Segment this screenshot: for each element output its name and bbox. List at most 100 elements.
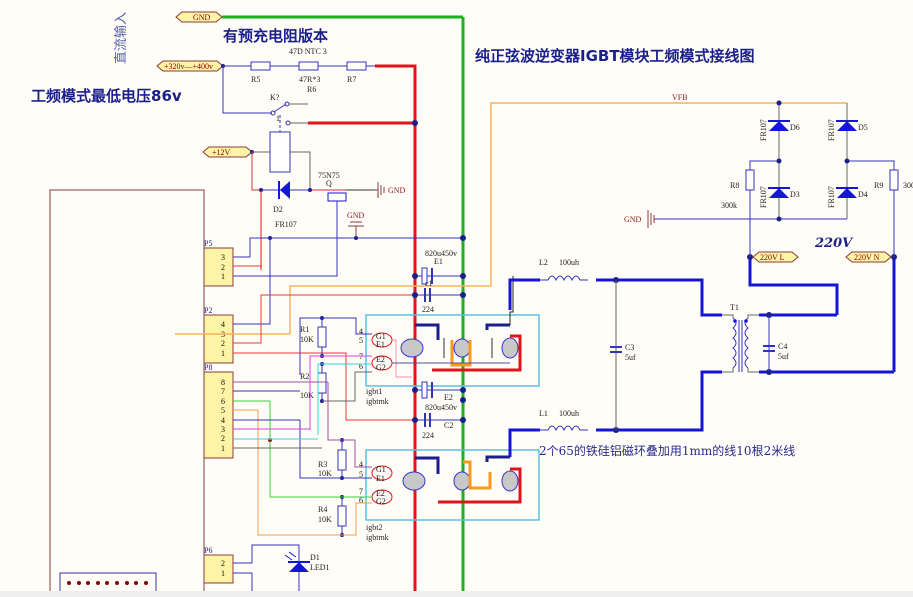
220v-n-port	[845, 251, 892, 263]
main-title: 纯正弦波逆变器IGBT模块工频模式接线图	[475, 47, 755, 65]
diode-d6	[769, 121, 789, 131]
precharge-title: 有预充电阻版本	[223, 27, 328, 45]
control-board-outline	[49, 189, 205, 597]
l2-label: L2	[539, 258, 548, 267]
resistor-r1	[317, 326, 327, 348]
terminal-c1	[400, 338, 424, 358]
d1-value: LED1	[310, 563, 330, 572]
mod-pin: 6	[359, 496, 363, 505]
e1-label: E1	[434, 257, 443, 266]
q-value: 75N75	[318, 171, 340, 180]
inductor-note: 2个65的铁硅铝磁环叠加用1mm的线10根2米线	[539, 443, 795, 458]
gnd-port-label: GND	[193, 13, 211, 22]
min-voltage-title: 工频模式最低电压86v	[31, 87, 182, 105]
c2-label: C2	[444, 421, 453, 430]
220v-n-label: 220V N	[854, 253, 880, 262]
r3-value: 10K	[318, 469, 332, 478]
r9-label: R9	[874, 181, 883, 190]
ntc-label: 47D NTC 3	[289, 47, 327, 56]
output-voltage-label: 220V	[814, 236, 854, 251]
diode-d5	[837, 121, 857, 131]
e2pin-label: E2	[376, 355, 385, 364]
p2-label: P2	[204, 306, 212, 315]
p2-pin: 4	[221, 320, 225, 329]
e1-value: 820u450v	[425, 249, 457, 258]
p8-pin: 2	[221, 434, 225, 443]
e1pin-label: E1	[376, 474, 385, 483]
r1-value: 10K	[300, 335, 314, 344]
resistor-r7	[346, 61, 367, 71]
capacitor-e2	[421, 381, 428, 399]
p5-pin: 3	[221, 253, 225, 262]
p5-pin: 2	[221, 263, 225, 272]
l2-value: 100uh	[559, 258, 579, 267]
resistor-r6	[298, 61, 319, 71]
d1-label: D1	[310, 553, 320, 562]
p2-pin: 1	[221, 349, 225, 358]
r4-label: R4	[318, 505, 327, 514]
r6-value: 47R*3	[299, 75, 320, 84]
c3-label: C3	[625, 343, 634, 352]
resistor-r2	[317, 372, 327, 394]
relay-pin: 1	[276, 114, 280, 123]
r2-value: 10K	[300, 391, 314, 400]
c1-label: c1	[425, 279, 433, 288]
mod-pin: 5	[359, 336, 363, 345]
mod-pin: 7	[359, 487, 363, 496]
p8-pin: 3	[221, 425, 225, 434]
p8-pin: 7	[221, 387, 225, 396]
p8-pin: 1	[221, 444, 225, 453]
p8-label: P8	[204, 363, 212, 372]
resistor-r8	[745, 169, 755, 191]
header-pins	[67, 581, 148, 585]
mod-pin: 5	[359, 470, 363, 479]
transformer-primary	[732, 317, 737, 369]
connector-p8	[203, 371, 234, 459]
g2-label: G2	[376, 497, 386, 506]
l1-label: L1	[539, 409, 548, 418]
t1-label: T1	[730, 303, 739, 312]
r1-label: R1	[300, 325, 309, 334]
inductor-l2	[540, 275, 588, 282]
mod-pin: 4	[359, 327, 363, 336]
igbt1-label: igbt1	[366, 387, 382, 396]
mosfet-q	[327, 192, 347, 202]
220v-l-port	[752, 251, 799, 263]
p6-label: P6	[204, 546, 212, 555]
diode-d3	[769, 188, 789, 198]
d3-label: D3	[790, 190, 800, 199]
p8-pin: 6	[221, 397, 225, 406]
r2-label: R2	[300, 372, 309, 381]
mod-pin: 4	[359, 460, 363, 469]
r7-label: R7	[347, 75, 356, 84]
vfb-wire	[289, 102, 847, 334]
r4-value: 10K	[318, 515, 332, 524]
p8-pin: 5	[221, 406, 225, 415]
relay-label: K?	[270, 93, 280, 102]
capacitor-e1	[421, 267, 428, 285]
d4-label: D4	[858, 190, 868, 199]
horizontal-scrollbar[interactable]	[0, 591, 913, 597]
igbt-module-1	[365, 314, 540, 387]
p8-pin: 8	[221, 378, 225, 387]
connector-p2	[203, 314, 234, 364]
r8-label: R8	[730, 181, 739, 190]
gnd-label-2: GND	[347, 211, 365, 220]
resistor-r9	[889, 169, 899, 191]
resistor-r5	[250, 61, 271, 71]
diode-d4	[837, 188, 857, 198]
g1-label: G1	[376, 332, 386, 341]
r5-label: R5	[251, 75, 260, 84]
r8-value: 300k	[721, 201, 737, 210]
igbt1-type: igbtmk	[366, 397, 389, 406]
p6-pin: 2	[221, 559, 225, 568]
vfb-label: VFB	[672, 93, 688, 102]
p8-pin: 4	[221, 416, 225, 425]
d5-value: FR107	[827, 119, 836, 141]
p6-pin: 1	[221, 569, 225, 578]
inductor-l1	[540, 425, 588, 432]
g2-label: G2	[376, 363, 386, 372]
connector-p5	[203, 247, 234, 287]
igbt2-type: igbtmk	[366, 533, 389, 542]
